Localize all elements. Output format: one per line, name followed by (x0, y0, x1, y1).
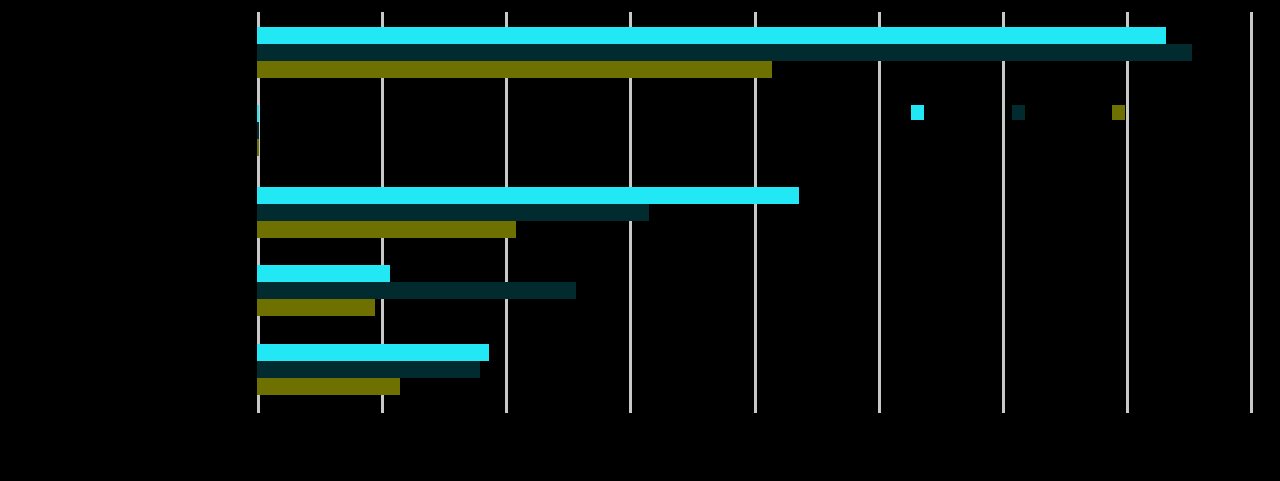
x-axis-tick-label: 8 (1246, 418, 1254, 430)
bar (257, 378, 400, 395)
x-axis-tick-label: 4 (750, 418, 757, 430)
bar (257, 282, 576, 299)
gridline (1001, 12, 1005, 413)
gridline (1250, 12, 1253, 413)
bar (257, 221, 517, 238)
bar (257, 122, 260, 139)
bar (257, 44, 1192, 61)
x-axis-tick-label: 0 (253, 418, 261, 430)
bar (257, 139, 260, 156)
x-axis-tick-label: 1 (378, 418, 385, 430)
plot-area: 0 1 2 3 4 5 6 7 8 (254, 12, 1253, 430)
gridline (1125, 12, 1129, 413)
bar (257, 361, 481, 378)
x-axis-tick-label: 7 (1122, 418, 1129, 430)
bar (257, 61, 773, 78)
bar (257, 344, 490, 361)
gridline (877, 12, 881, 413)
x-axis-tick-label: 2 (502, 418, 509, 430)
bar (257, 187, 800, 204)
bar (257, 27, 1166, 44)
gridline (753, 12, 757, 413)
bar (257, 105, 260, 122)
x-axis-tick-label: 3 (626, 418, 633, 430)
bar (257, 204, 650, 221)
bar (257, 265, 390, 282)
bar (257, 299, 375, 316)
x-axis-tick-label: 5 (874, 418, 881, 430)
x-axis-tick-label: 6 (998, 418, 1005, 430)
